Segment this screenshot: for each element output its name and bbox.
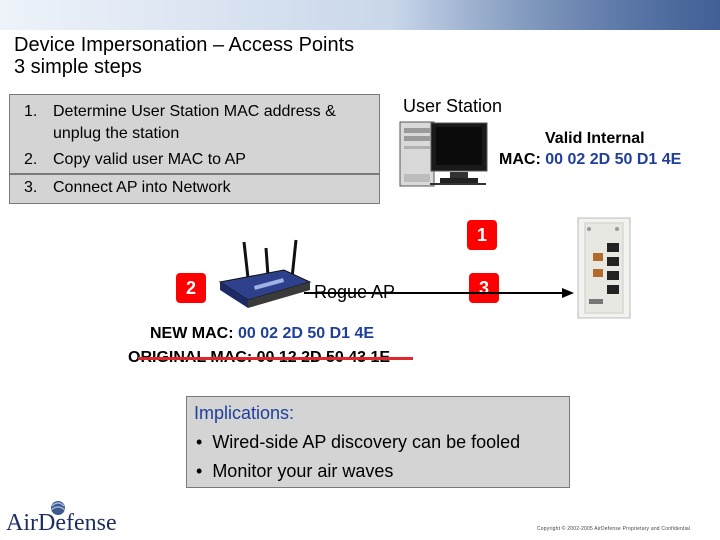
header-banner <box>0 0 720 30</box>
computer-tower-icon <box>399 121 435 187</box>
new-mac: NEW MAC: 00 02 2D 50 D1 4E <box>150 325 374 343</box>
step-3-text: Connect AP into Network <box>53 179 231 196</box>
logo-text: AirDefense <box>6 510 117 536</box>
title-line-1: Device Impersonation – Access Points <box>14 34 355 56</box>
title-line-2: 3 simple steps <box>14 56 142 78</box>
step-1-number: 1. <box>24 103 38 120</box>
valid-mac-prefix: MAC: <box>499 151 541 168</box>
copyright-text: Copyright © 2002-2005 AirDefense Proprie… <box>537 526 691 532</box>
step-2-number: 2. <box>24 151 38 168</box>
new-mac-prefix: NEW MAC: <box>150 325 234 342</box>
steps-box-1-2: 1. Determine User Station MAC address & … <box>9 94 380 174</box>
network-wall-jack-icon <box>577 217 631 319</box>
valid-internal-label: Valid Internal <box>545 130 645 147</box>
step-1-text-line2: unplug the station <box>53 125 180 142</box>
step-3-number: 3. <box>24 179 38 196</box>
step-3-badge: 3 <box>469 273 499 303</box>
valid-mac-value: 00 02 2D 50 D1 4E <box>545 151 682 168</box>
monitor-icon <box>430 122 488 185</box>
step-2-text: Copy valid user MAC to AP <box>53 151 246 168</box>
valid-internal-mac: MAC: 00 02 2D 50 D1 4E <box>499 151 681 169</box>
implication-bullet-1: • Wired-side AP discovery can be fooled <box>196 432 521 452</box>
implication-text-2: Monitor your air waves <box>212 461 394 481</box>
network-connection-arrow <box>304 288 574 298</box>
airdefense-logo-icon <box>50 501 66 515</box>
airdefense-logo: AirDefense <box>6 498 117 538</box>
step-2-badge: 2 <box>176 273 206 303</box>
steps-box-3: 3. Connect AP into Network <box>9 174 380 204</box>
slide-title: Device Impersonation – Access Points 3 s… <box>14 34 354 78</box>
wireless-router-icon <box>218 239 312 308</box>
implication-text-1: Wired-side AP discovery can be fooled <box>212 432 521 452</box>
step-1-badge: 1 <box>467 220 497 250</box>
original-mac-strikethrough <box>138 357 413 360</box>
implications-heading: Implications: <box>194 403 295 423</box>
step-1-text-line1: Determine User Station MAC address & <box>53 103 336 120</box>
new-mac-value: 00 02 2D 50 D1 4E <box>238 325 375 342</box>
user-station-label: User Station <box>403 96 503 116</box>
implication-bullet-2: • Monitor your air waves <box>196 461 394 481</box>
implications-box: Implications: • Wired-side AP discovery … <box>186 396 570 488</box>
